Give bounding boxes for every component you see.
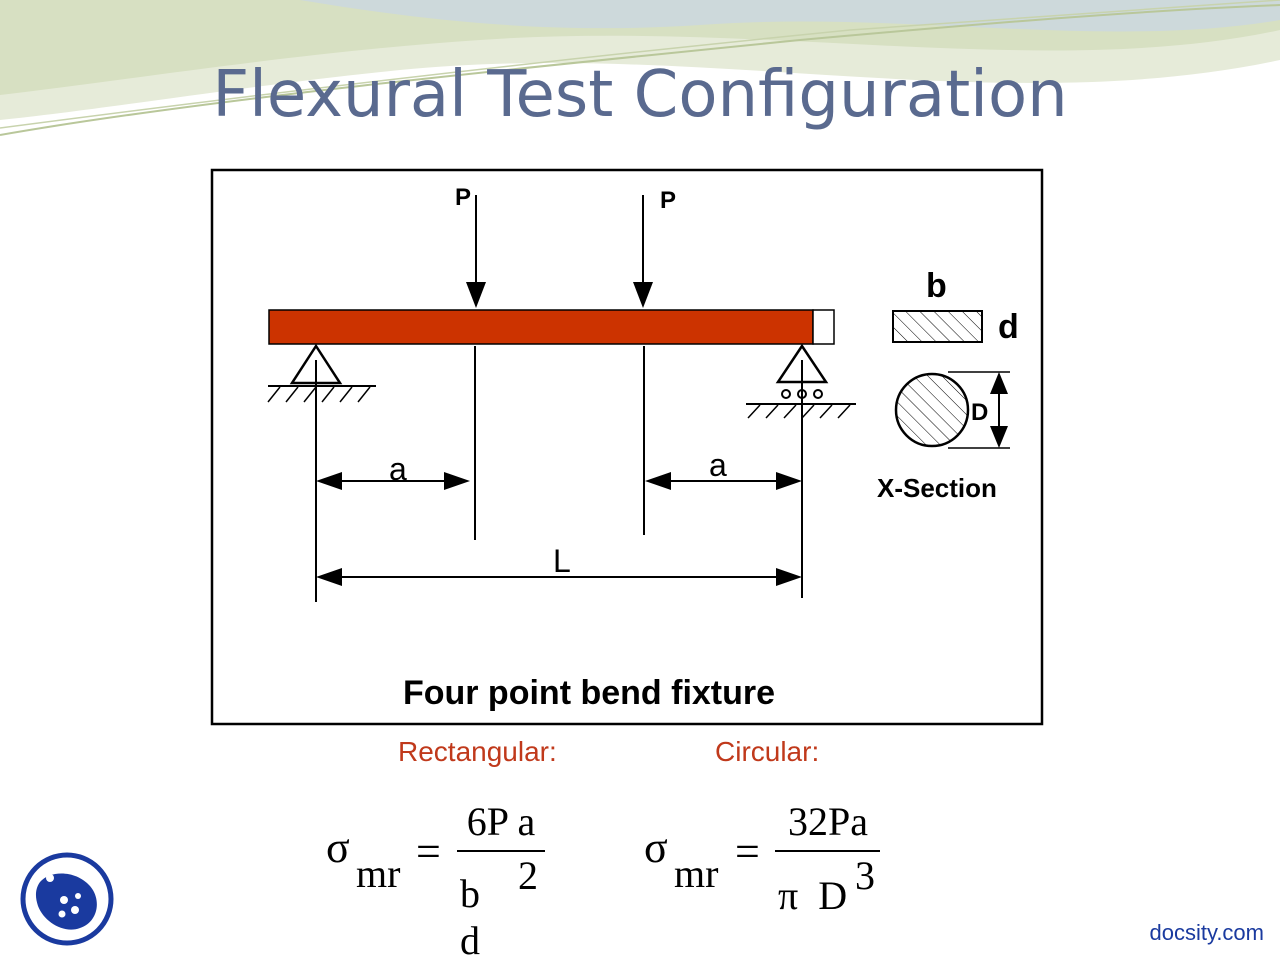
dimension-L-label: L [553, 543, 571, 579]
xsec-b-label: b [926, 267, 947, 305]
watermark: docsity.com [1149, 920, 1264, 945]
rect-denominator: b d [460, 871, 480, 963]
load-arrow-left [466, 195, 486, 308]
rect-fraction-bar [457, 850, 545, 852]
dimension-a-right [645, 472, 802, 490]
circ-subscript: mr [674, 851, 719, 896]
circ-exponent: 3 [855, 853, 875, 898]
rect-sigma: σ [326, 823, 350, 872]
dimension-a-left [316, 472, 470, 490]
dimension-D [948, 371, 1010, 449]
figure-caption: Four point bend fixture [403, 674, 775, 712]
rectangular-label: Rectangular: [398, 736, 557, 767]
dimension-a-left-label: a [389, 451, 407, 487]
dimension-a-right-label: a [709, 447, 727, 483]
xsec-d-label: d [998, 308, 1019, 346]
docsity-logo-icon [20, 852, 114, 946]
rect-subscript: mr [356, 851, 401, 896]
circular-label: Circular: [715, 736, 820, 767]
circ-sigma: σ [644, 823, 668, 872]
xsec-caption: X-Section [877, 473, 997, 503]
load-arrow-right [633, 195, 653, 308]
rect-numerator: 6P a [466, 799, 536, 844]
circ-numerator: 32Pa [788, 799, 868, 844]
xsec-D-label: D [971, 399, 988, 426]
rect-exponent: 2 [518, 853, 538, 898]
load-label-left: P [455, 184, 471, 211]
background-waves [0, 0, 1280, 136]
rect-equals: = [416, 827, 441, 876]
beam-end-cap [812, 309, 835, 345]
figure-frame [210, 168, 1044, 726]
rectangular-section [892, 310, 983, 343]
circ-equals: = [735, 827, 760, 876]
dimension-L [316, 568, 802, 586]
beam [268, 309, 814, 345]
slide-title: Flexural Test Configuration [212, 58, 1068, 132]
circ-denominator: π D [778, 873, 848, 918]
circular-section [894, 372, 970, 448]
circ-fraction-bar [775, 850, 880, 852]
load-label-right: P [660, 187, 676, 214]
